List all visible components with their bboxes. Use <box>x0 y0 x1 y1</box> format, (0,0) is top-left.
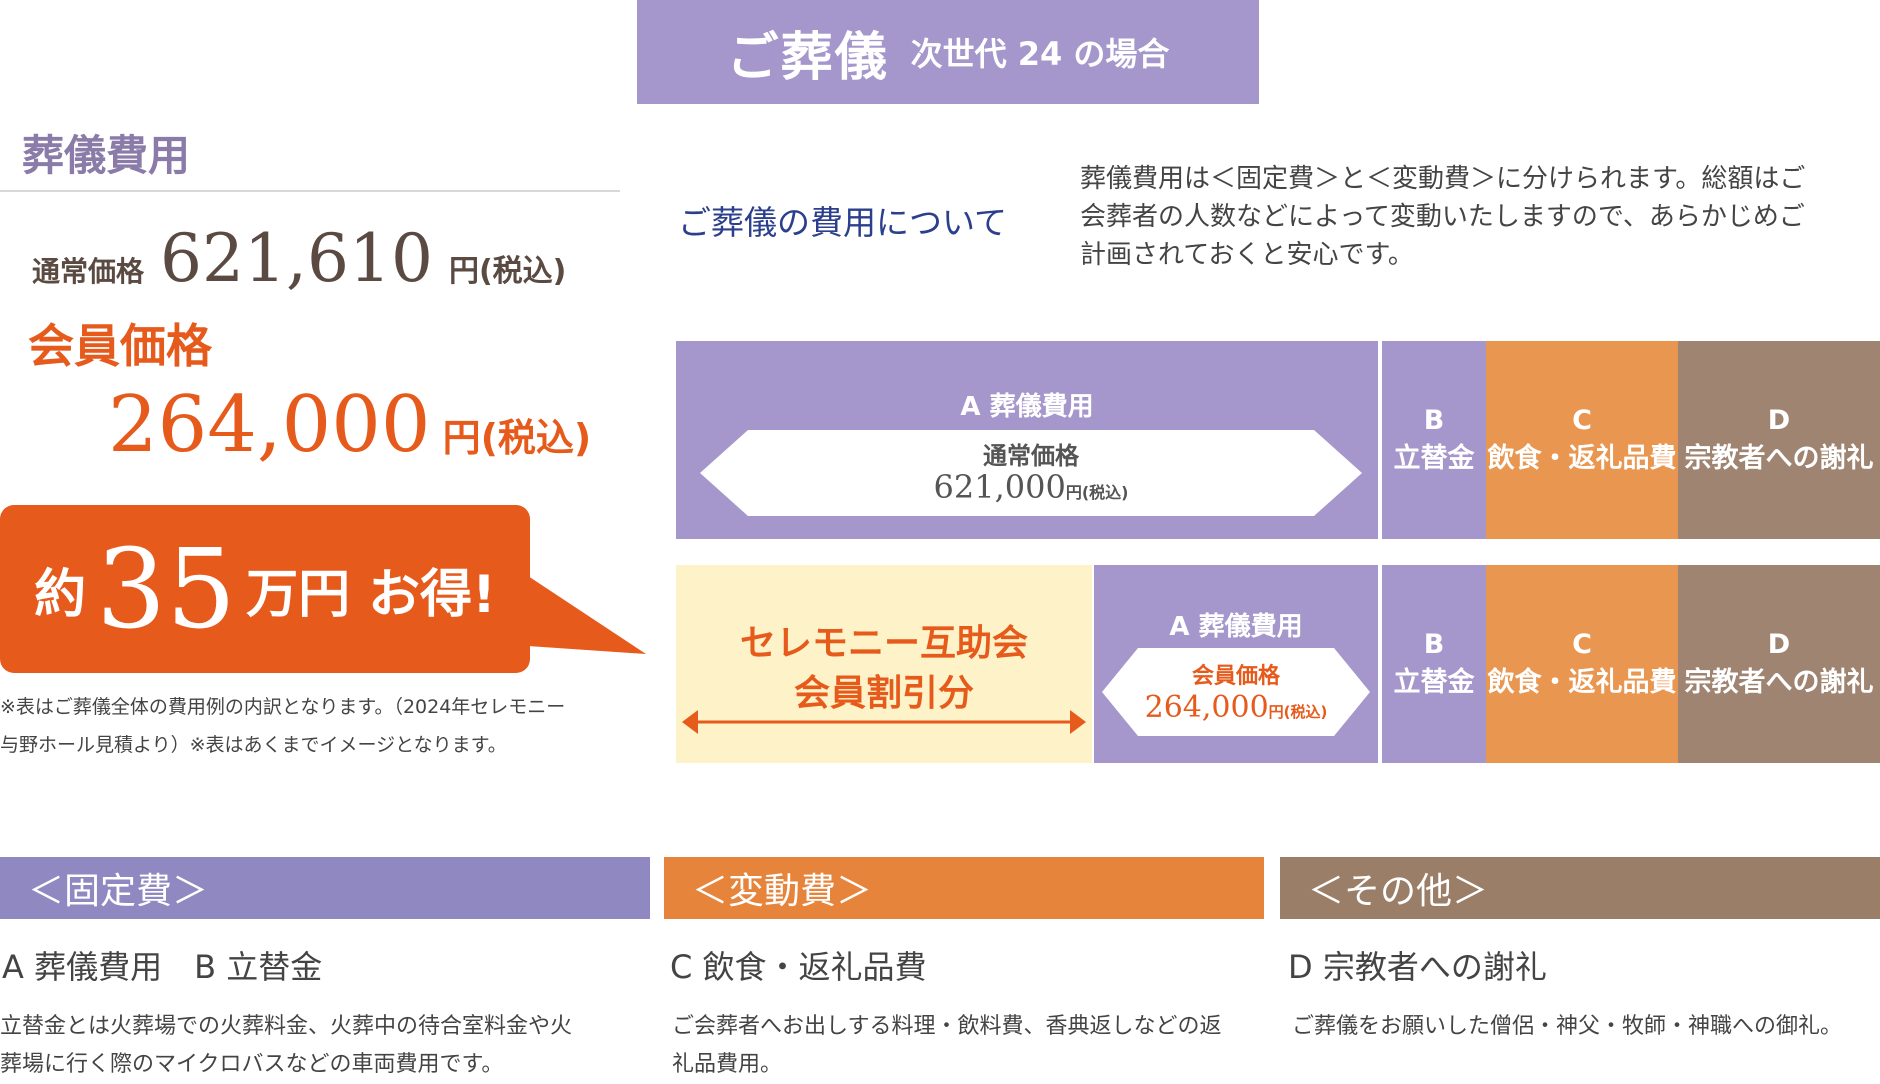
row1-funeral-fee-title: A 葬儀費用 <box>960 392 1094 422</box>
about-line-3: 計画されておくと安心です。 <box>1080 240 1414 270</box>
member-price-label: 会員価格 <box>28 319 212 373</box>
row1-b-name: 立替金 <box>1393 443 1475 474</box>
member-price-unit: 円(税込) <box>442 416 592 460</box>
about-body: 葬儀費用は＜固定費＞と＜変動費＞に分けられます。総額はご 会葬者の人数などによっ… <box>1080 160 1870 274</box>
row1-d-letter: D <box>1767 405 1791 436</box>
row2-price-amount: 264,000 <box>1144 690 1269 725</box>
header-title: ご葬儀 <box>726 27 889 88</box>
fee-divider <box>0 190 620 192</box>
row2-discount-line-1: セレモニー互助会 <box>739 623 1028 664</box>
row2-d-cell: D 宗教者への謝礼 <box>1678 565 1880 763</box>
fee-heading: 葬儀費用 <box>22 131 191 180</box>
discount-range-arrow <box>682 710 1086 734</box>
savings-callout: 約 35 万円 お得! <box>0 505 530 673</box>
row2-c-name: 飲食・返礼品費 <box>1487 667 1677 698</box>
member-price-row: 264,000 円(税込) <box>108 380 591 470</box>
fixed-cost-description: 立替金とは火葬場での火葬料金、火葬中の待合室料金や火 葬場に行く際のマイクロバス… <box>0 1008 650 1084</box>
variable-cost-line-1: ご会葬者へお出しする料理・飲料費、香典返しなどの返 <box>672 1014 1222 1039</box>
row2-price-unit: 円(税込) <box>1268 703 1328 721</box>
row2-d-letter: D <box>1767 629 1791 660</box>
row2-b-name: 立替金 <box>1393 667 1475 698</box>
other-cost-line-1: ご葬儀をお願いした僧侶・神父・牧師・神職への御礼。 <box>1292 1014 1843 1039</box>
row2-d-name: 宗教者への謝礼 <box>1684 667 1874 698</box>
row1-b-cell: B 立替金 <box>1382 341 1486 539</box>
normal-price-amount: 621,610 <box>160 220 433 297</box>
variable-cost-line-2: 礼品費用。 <box>672 1052 783 1077</box>
savings-amount: 35 <box>96 525 237 653</box>
footnote-line-2: 与野ホール見積より）※表はあくまでイメージとなります。 <box>0 734 507 756</box>
row2-c-letter: C <box>1572 629 1592 660</box>
row1-price-hexagon <box>700 430 1362 516</box>
normal-price-unit: 円(税込) <box>448 254 567 289</box>
row1-d-cell: D 宗教者への謝礼 <box>1678 341 1880 539</box>
row2-price: 264,000円(税込) <box>1102 690 1370 725</box>
fixed-cost-title: A 葬儀費用 B 立替金 <box>2 948 323 986</box>
row1-c-name: 飲食・返礼品費 <box>1487 443 1677 474</box>
footnote-line-1: ※表はご葬儀全体の費用例の内訳となります。（2024年セレモニー <box>0 696 566 718</box>
other-cost-description: ご葬儀をお願いした僧侶・神父・牧師・神職への御礼。 <box>1292 1008 1880 1046</box>
row2-b-cell: B 立替金 <box>1382 565 1486 763</box>
row2-discount-block <box>676 565 1092 763</box>
header-subtitle: 次世代 24 の場合 <box>910 35 1170 73</box>
other-cost-title: D 宗教者への謝礼 <box>1288 948 1547 986</box>
savings-callout-tail <box>528 576 646 654</box>
row1-price-label: 通常価格 <box>983 442 1079 470</box>
row1-price-unit: 円(税込) <box>1065 483 1129 502</box>
normal-price-label: 通常価格 <box>32 255 145 288</box>
row2-funeral-fee-title: A 葬儀費用 <box>1169 612 1303 642</box>
row1-price-amount: 621,000 <box>933 468 1066 506</box>
row1-b-letter: B <box>1423 405 1445 436</box>
fixed-cost-line-1: 立替金とは火葬場での火葬料金、火葬中の待合室料金や火 <box>0 1014 573 1039</box>
row2-discount-line-2: 会員割引分 <box>793 673 974 714</box>
footnote: ※表はご葬儀全体の費用例の内訳となります。（2024年セレモニー 与野ホール見積… <box>0 688 620 764</box>
member-price-amount: 264,000 <box>108 380 431 470</box>
header-banner: ご葬儀 次世代 24 の場合 <box>637 0 1259 104</box>
row2-price-label: 会員価格 <box>1191 664 1280 689</box>
row1-c-cell: C 飲食・返礼品費 <box>1486 341 1678 539</box>
fixed-cost-line-2: 葬場に行く際のマイクロバスなどの車両費用です。 <box>0 1052 504 1077</box>
variable-cost-title: C 飲食・返礼品費 <box>670 948 927 986</box>
other-cost-bar: ＜その他＞ <box>1280 857 1880 919</box>
savings-suffix: 万円 お得! <box>246 564 496 625</box>
row1-price: 621,000円(税込) <box>700 468 1362 506</box>
variable-cost-description: ご会葬者へお出しする料理・飲料費、香典返しなどの返 礼品費用。 <box>672 1008 1272 1084</box>
variable-cost-bar: ＜変動費＞ <box>664 857 1264 919</box>
fixed-cost-bar: ＜固定費＞ <box>0 857 650 919</box>
row1-d-name: 宗教者への謝礼 <box>1684 443 1874 474</box>
row2-b-letter: B <box>1423 629 1445 660</box>
row1-c-letter: C <box>1572 405 1592 436</box>
savings-prefix: 約 <box>34 564 87 625</box>
about-line-1: 葬儀費用は＜固定費＞と＜変動費＞に分けられます。総額はご <box>1080 164 1806 194</box>
row2-price-hexagon <box>1102 648 1370 736</box>
about-line-2: 会葬者の人数などによって変動いたしますので、あらかじめご <box>1080 202 1805 232</box>
about-heading: ご葬儀の費用について <box>678 203 1008 242</box>
normal-price-row: 通常価格 621,610 円(税込) <box>32 220 566 297</box>
row2-c-cell: C 飲食・返礼品費 <box>1486 565 1678 763</box>
